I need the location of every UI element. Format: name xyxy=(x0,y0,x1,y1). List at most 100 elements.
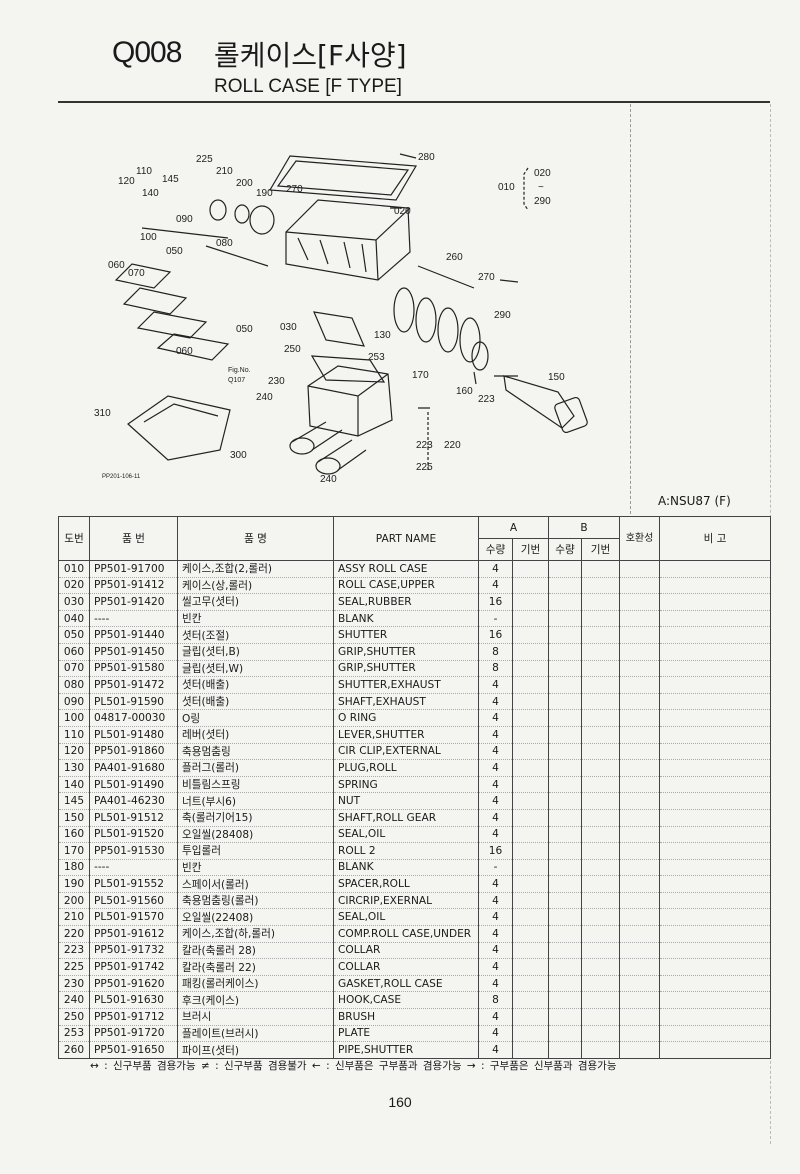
cell-name-korean: 너트(부시6) xyxy=(177,792,334,810)
section-code: Q008 xyxy=(112,36,182,69)
cell-part-number: PP501-91620 xyxy=(89,975,178,993)
cell-base-a xyxy=(512,726,549,744)
cell-qty-a: 4 xyxy=(478,577,513,595)
cell-compat xyxy=(619,1025,660,1043)
svg-text:030: 030 xyxy=(280,322,297,333)
cell-qty-a: 4 xyxy=(478,1008,513,1026)
upper-case-shape xyxy=(285,199,411,281)
cell-compat xyxy=(619,693,660,711)
cell-remarks xyxy=(659,560,771,578)
cell-ref: 100 xyxy=(58,709,90,727)
cell-qty-b xyxy=(548,693,582,711)
cell-part-number: ---- xyxy=(89,610,178,628)
cell-base-a xyxy=(512,1041,549,1059)
cell-qty-a: 4 xyxy=(478,676,513,694)
svg-text:170: 170 xyxy=(412,370,429,381)
cell-compat xyxy=(619,925,660,943)
svg-text:270: 270 xyxy=(286,184,303,195)
cell-base-a xyxy=(512,709,549,727)
cell-part-number: PL501-91570 xyxy=(89,908,178,927)
cell-compat xyxy=(619,743,660,761)
cell-ref: 170 xyxy=(58,842,90,860)
cell-base-a xyxy=(512,577,549,595)
svg-text:223: 223 xyxy=(416,440,433,451)
cell-qty-a: 16 xyxy=(478,626,513,644)
cell-base-b xyxy=(581,560,620,578)
svg-text:270: 270 xyxy=(478,272,495,283)
cell-name-korean: 케이스,조합(하,롤러) xyxy=(177,925,334,943)
cell-part-number: 04817-00030 xyxy=(89,709,178,727)
cell-qty-b xyxy=(548,610,582,628)
svg-text:260: 260 xyxy=(446,252,463,263)
cell-part-number: PL501-91490 xyxy=(89,776,178,794)
svg-text:290: 290 xyxy=(534,196,551,207)
cell-ref: 225 xyxy=(58,958,90,976)
cell-name-korean: 씰고무(셧터) xyxy=(177,593,334,611)
cell-qty-a: 4 xyxy=(478,560,513,578)
cell-compat xyxy=(619,643,660,661)
cell-base-b xyxy=(581,660,620,678)
cell-base-a xyxy=(512,776,549,794)
cell-qty-a: 4 xyxy=(478,892,513,910)
cell-qty-a: 4 xyxy=(478,826,513,844)
cell-qty-b xyxy=(548,942,582,960)
cell-base-b xyxy=(581,709,620,727)
cell-base-a xyxy=(512,892,549,910)
cell-remarks xyxy=(659,842,771,860)
cell-base-b xyxy=(581,593,620,611)
cell-ref: 223 xyxy=(58,942,90,960)
cell-part-number: PP501-91650 xyxy=(89,1041,178,1059)
cell-qty-b xyxy=(548,776,582,794)
base-plate-shape xyxy=(127,395,231,461)
svg-text:140: 140 xyxy=(142,188,159,199)
cell-part-name: SPRING xyxy=(333,776,479,794)
svg-text:060: 060 xyxy=(108,260,125,271)
cell-remarks xyxy=(659,593,771,611)
cell-base-b xyxy=(581,776,620,794)
cell-compat xyxy=(619,991,660,1010)
cell-part-name: O RING xyxy=(333,709,479,727)
cell-part-number: PL501-91590 xyxy=(89,693,178,711)
cell-base-a xyxy=(512,1008,549,1026)
cell-base-b xyxy=(581,743,620,761)
page-edge-divider xyxy=(770,104,771,1144)
cell-part-number: PP501-91712 xyxy=(89,1008,178,1026)
cell-qty-a: 4 xyxy=(478,809,513,827)
cell-part-name: ASSY ROLL CASE xyxy=(333,560,479,578)
cell-ref: 180 xyxy=(58,859,90,877)
cell-part-number: PP501-91700 xyxy=(89,560,178,578)
cell-ref: 110 xyxy=(58,726,90,744)
cell-qty-a: 4 xyxy=(478,1025,513,1043)
cell-qty-b xyxy=(548,875,582,893)
svg-text:210: 210 xyxy=(216,166,233,177)
svg-text:080: 080 xyxy=(216,238,233,249)
cell-qty-a: 4 xyxy=(478,759,513,777)
cell-part-number: PP501-91720 xyxy=(89,1025,178,1043)
cell-base-a xyxy=(512,826,549,844)
cell-part-name: CIR CLIP,EXTERNAL xyxy=(333,743,479,761)
svg-text:050: 050 xyxy=(236,324,253,335)
cell-name-korean: 케이스,조합(2,롤러) xyxy=(177,560,334,578)
cell-name-korean: 스페이서(롤러) xyxy=(177,875,334,893)
cell-part-name: SHUTTER xyxy=(333,626,479,644)
cell-remarks xyxy=(659,942,771,960)
cell-qty-a: 8 xyxy=(478,991,513,1010)
cell-compat xyxy=(619,826,660,844)
cell-part-number: PA401-91680 xyxy=(89,759,178,777)
cell-qty-b xyxy=(548,676,582,694)
svg-text:100: 100 xyxy=(140,232,157,243)
header-part-number: 품 번 xyxy=(89,516,178,561)
cell-compat xyxy=(619,892,660,910)
cell-part-name: BLANK xyxy=(333,610,479,628)
cell-qty-a: 4 xyxy=(478,942,513,960)
cell-qty-a: 4 xyxy=(478,709,513,727)
